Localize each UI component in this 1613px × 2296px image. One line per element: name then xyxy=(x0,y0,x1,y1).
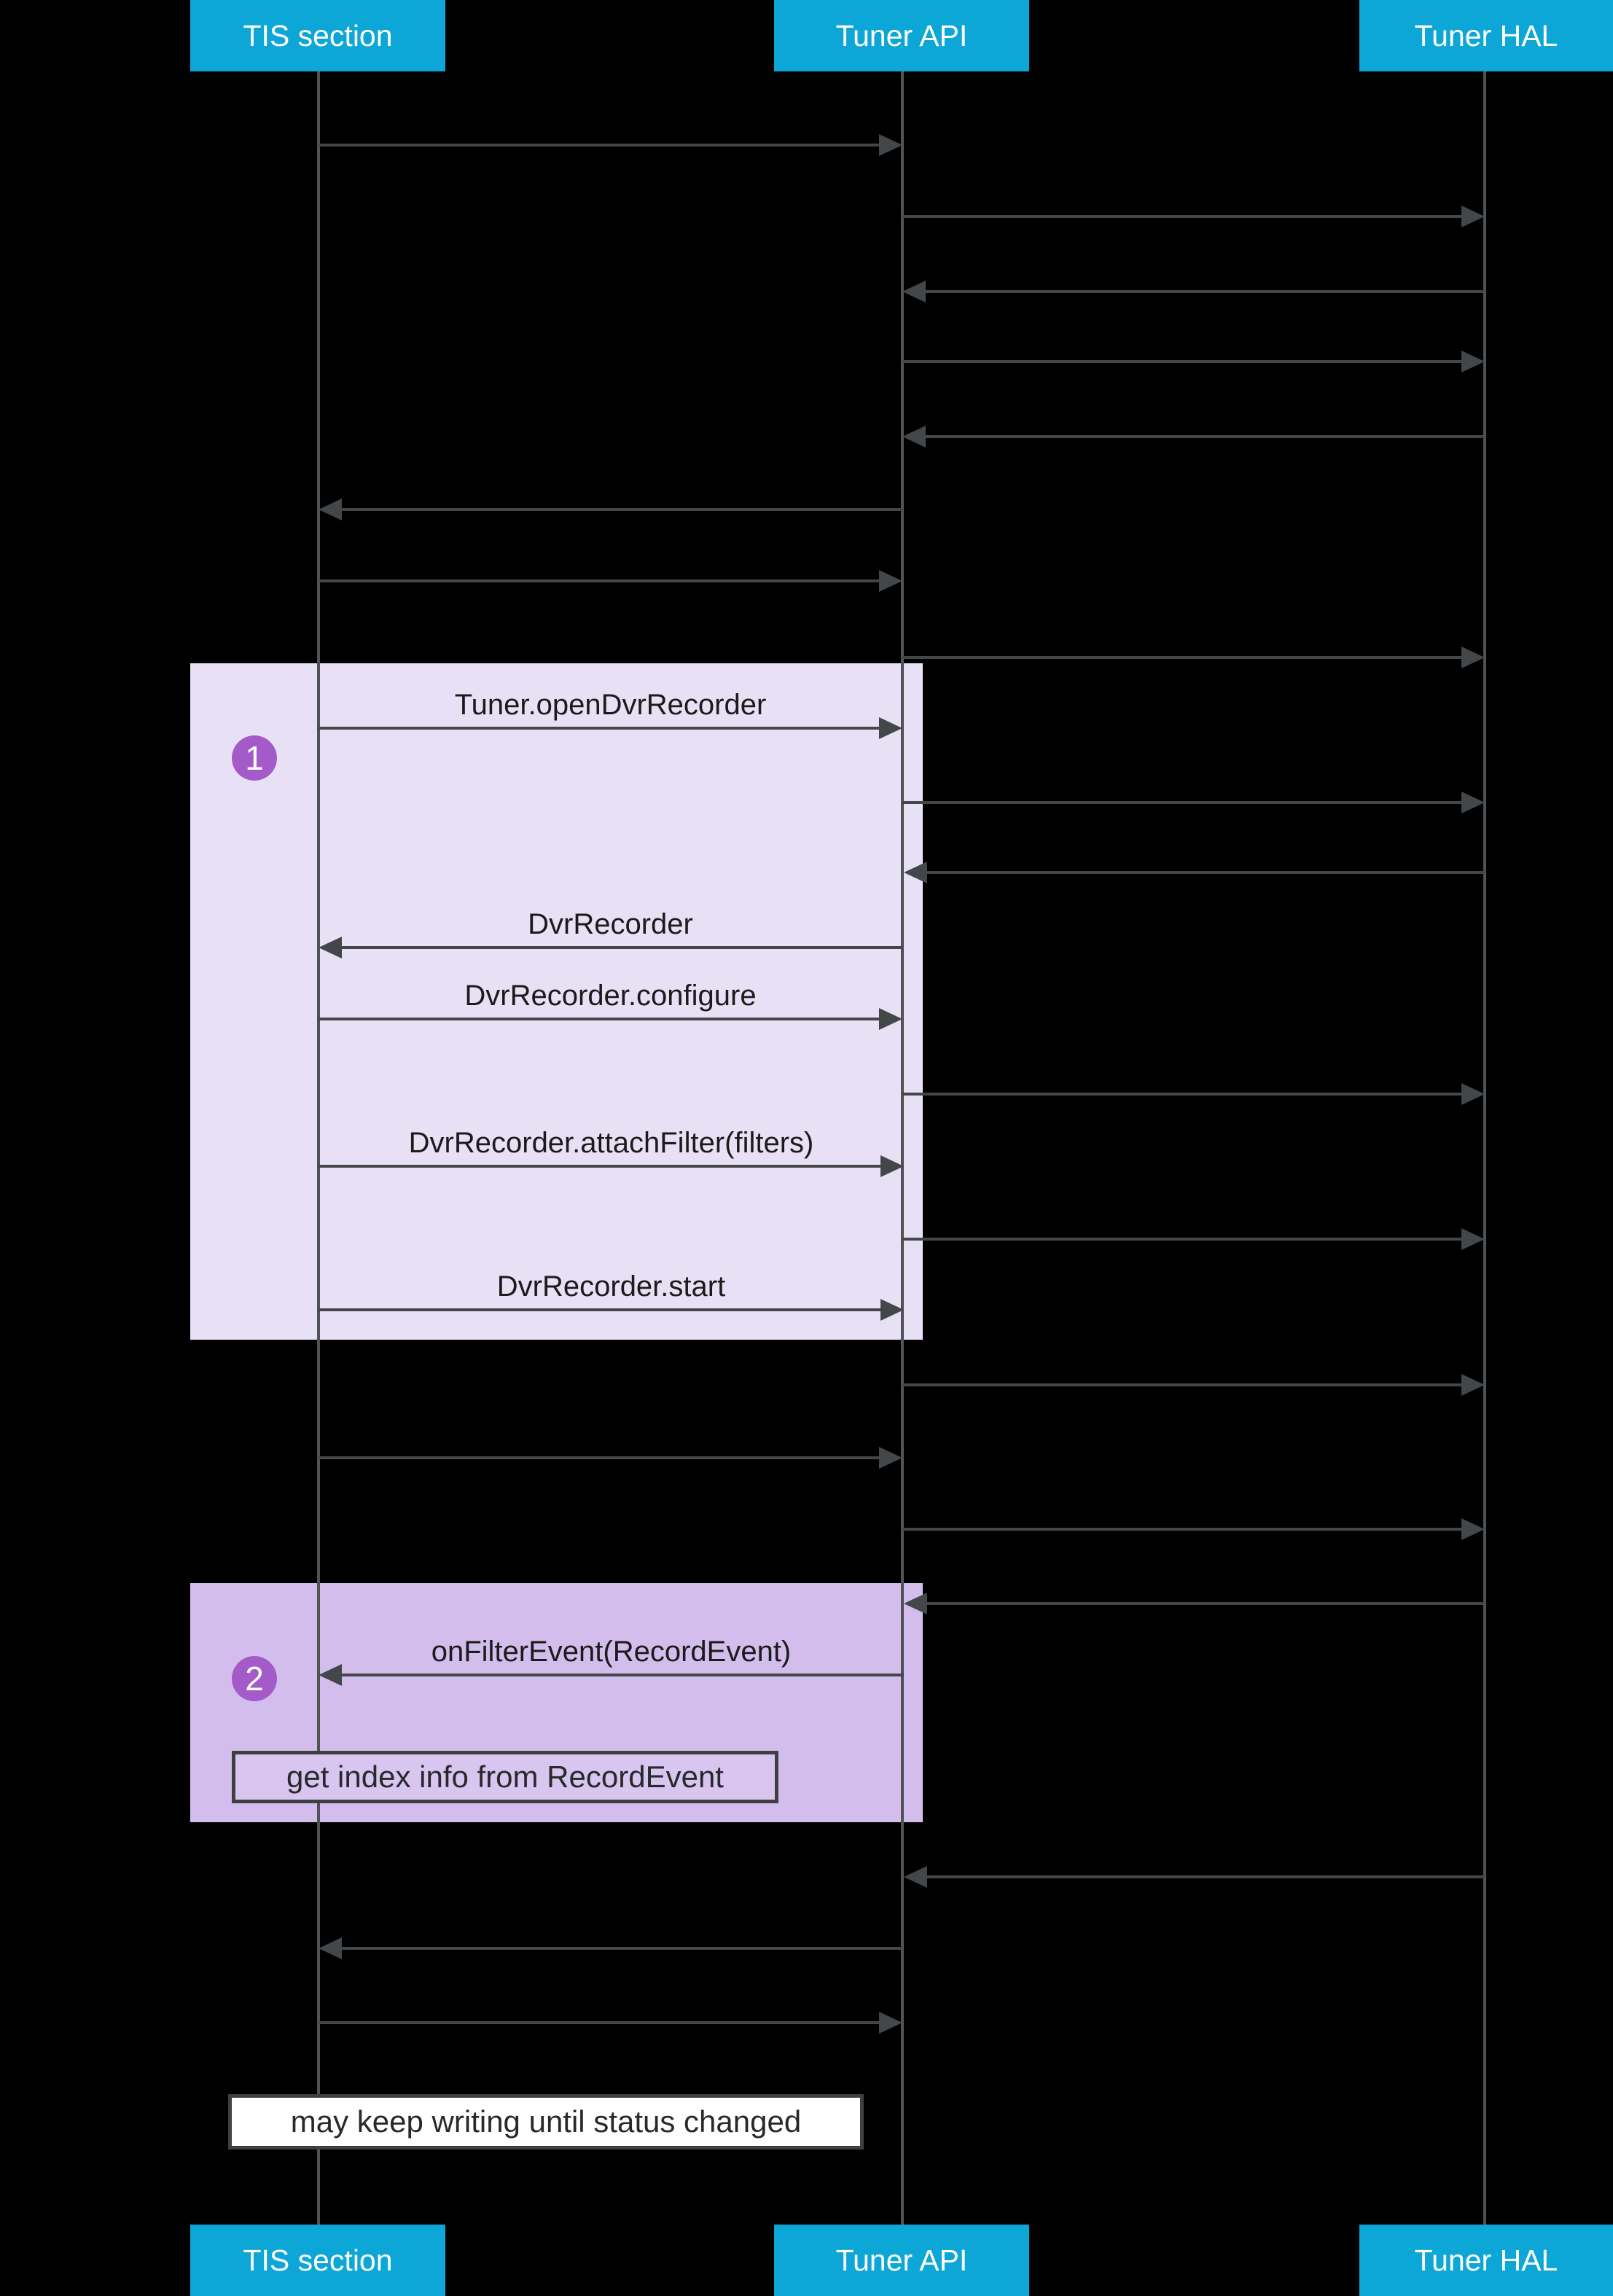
message-arrowhead-right-icon xyxy=(1461,1228,1485,1250)
message-arrowhead-right-icon xyxy=(879,1447,902,1469)
message-label: onFilterEvent(RecordEvent) xyxy=(431,1636,792,1668)
message-arrow-line xyxy=(339,946,902,949)
message-arrowhead-right-icon xyxy=(1461,1518,1485,1540)
message-arrow-line xyxy=(339,1947,902,1950)
message-arrow-line xyxy=(902,360,1464,363)
message-arrowhead-right-icon xyxy=(879,134,902,156)
message-arrowhead-left-icon xyxy=(319,1937,342,1959)
message-arrowhead-right-icon xyxy=(879,717,902,739)
message-arrowhead-right-icon xyxy=(880,1299,904,1321)
message-arrow-line xyxy=(902,656,1464,659)
message-arrow-line xyxy=(339,1674,904,1676)
message-arrowhead-right-icon xyxy=(1461,792,1485,813)
message-arrow-line xyxy=(319,2021,882,2024)
message-arrow-line xyxy=(319,1456,882,1459)
message-arrow-line xyxy=(924,1875,1485,1878)
message-arrowhead-right-icon xyxy=(879,2012,902,2034)
message-arrow-line xyxy=(902,1093,1464,1096)
message-arrowhead-left-icon xyxy=(319,1664,342,1686)
message-arrowhead-right-icon xyxy=(1461,206,1485,227)
message-arrow-line xyxy=(923,435,1485,438)
actor-header-bottom-tis: TIS section xyxy=(190,2225,445,2296)
message-arrowhead-right-icon xyxy=(1461,1083,1485,1105)
message-arrowhead-right-icon xyxy=(1461,1374,1485,1396)
message-arrow-line xyxy=(923,290,1485,293)
message-label: DvrRecorder.start xyxy=(496,1270,726,1303)
message-arrow-line xyxy=(319,579,882,582)
message-label: DvrRecorder xyxy=(528,908,693,940)
message-label: Tuner.openDvrRecorder xyxy=(454,689,767,721)
message-arrow-line xyxy=(902,1238,1464,1241)
message-label: DvrRecorder.configure xyxy=(464,980,757,1012)
lifeline-hal xyxy=(1483,71,1486,2225)
actor-header-top-hal: Tuner HAL xyxy=(1359,0,1613,71)
lifeline-tis xyxy=(317,71,320,2225)
step-badge-1: 1 xyxy=(232,735,277,781)
message-arrowhead-left-icon xyxy=(904,1866,927,1888)
message-arrowhead-right-icon xyxy=(1461,647,1485,668)
message-arrow-line xyxy=(902,1528,1464,1531)
message-arrowhead-left-icon xyxy=(319,937,342,958)
message-arrowhead-right-icon xyxy=(880,1155,904,1177)
message-arrow-line xyxy=(319,1165,883,1168)
message-arrow-line xyxy=(339,508,902,511)
message-arrowhead-left-icon xyxy=(904,1593,927,1614)
message-arrowhead-right-icon xyxy=(1461,351,1485,372)
message-arrow-line xyxy=(319,727,882,730)
step-badge-2: 2 xyxy=(232,1656,277,1701)
message-arrow-line xyxy=(902,215,1464,218)
message-arrow-line xyxy=(924,1602,1485,1605)
actor-header-bottom-hal: Tuner HAL xyxy=(1359,2225,1613,2296)
message-arrowhead-right-icon xyxy=(879,1008,902,1030)
message-arrowhead-left-icon xyxy=(902,281,926,302)
message-arrow-line xyxy=(924,871,1485,874)
note-box: get index info from RecordEvent xyxy=(232,1751,778,1803)
actor-header-top-api: Tuner API xyxy=(774,0,1029,71)
note-box: may keep writing until status changed xyxy=(228,2094,864,2149)
lifeline-api xyxy=(901,71,904,2225)
message-arrow-line xyxy=(319,144,882,147)
message-arrow-line xyxy=(902,801,1464,804)
message-arrow-line xyxy=(319,1308,883,1311)
actor-header-top-tis: TIS section xyxy=(190,0,445,71)
message-label: DvrRecorder.attachFilter(filters) xyxy=(408,1127,814,1159)
message-arrowhead-left-icon xyxy=(319,499,342,520)
actor-header-bottom-api: Tuner API xyxy=(774,2225,1029,2296)
message-arrowhead-right-icon xyxy=(879,570,902,592)
highlight-region-1 xyxy=(190,663,923,1340)
message-arrow-line xyxy=(319,1018,882,1020)
message-arrowhead-left-icon xyxy=(902,426,926,448)
message-arrow-line xyxy=(902,1383,1464,1386)
message-arrowhead-left-icon xyxy=(904,862,927,883)
